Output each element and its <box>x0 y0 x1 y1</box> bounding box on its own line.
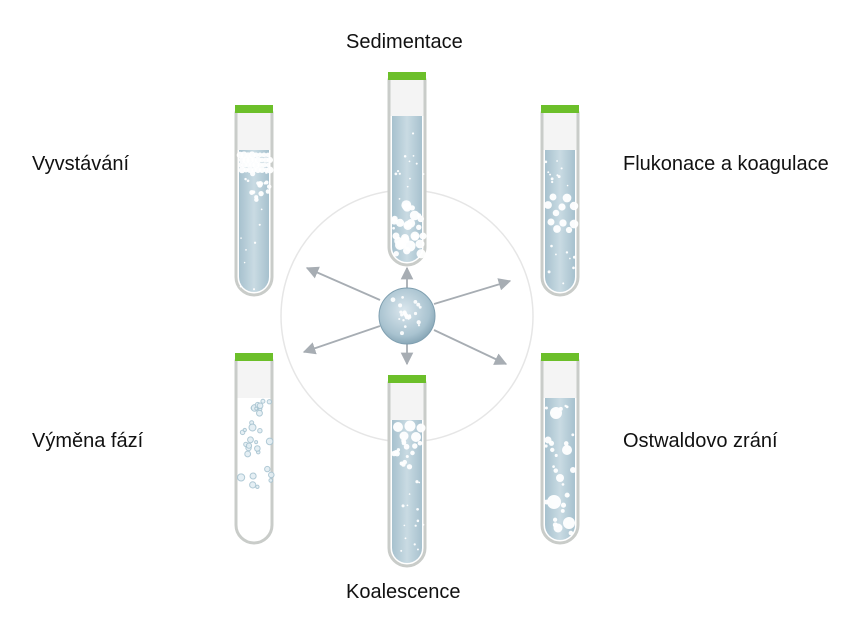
tube-neck <box>543 361 577 398</box>
tube-cap <box>541 353 579 361</box>
tube-koalescence <box>387 375 427 568</box>
tube-cap <box>541 105 579 113</box>
droplets <box>391 420 426 552</box>
tube-liquid <box>392 420 422 563</box>
label-koalescence: Koalescence <box>346 581 461 603</box>
droplets <box>543 404 576 536</box>
label-sedimentace: Sedimentace <box>346 31 463 53</box>
tube-flokulace <box>540 105 580 297</box>
tube-neck <box>237 361 271 398</box>
droplets <box>390 132 427 259</box>
droplets <box>544 160 579 285</box>
droplets <box>237 398 275 489</box>
label-flokulace: Flukonace a koagulace <box>623 153 829 175</box>
tube-vyvstavani <box>234 105 274 297</box>
label-ostwaldovo-zrani: Ostwaldovo zrání <box>623 430 778 452</box>
label-vyvstavani: Vyvstávání <box>32 153 130 175</box>
droplets <box>236 151 274 291</box>
tube-vymena <box>234 353 275 545</box>
arrow-vyvstavani <box>305 266 381 301</box>
tube-cap <box>388 72 426 80</box>
tube-ostwald <box>540 353 580 545</box>
central-emulsion-droplet <box>378 287 436 345</box>
tube-cap <box>235 105 273 113</box>
tube-cap <box>388 375 426 383</box>
tube-neck <box>390 383 424 420</box>
arrow-vymena <box>302 325 381 355</box>
label-vymena-fazi: Výměna fází <box>32 430 144 452</box>
arrows <box>302 266 512 366</box>
arrow-ostwald <box>433 329 508 365</box>
tube-neck <box>390 80 424 116</box>
tube-neck <box>543 113 577 150</box>
tube-neck <box>237 113 271 150</box>
tube-sedimentace <box>387 72 427 267</box>
arrow-flokulace <box>433 278 512 305</box>
tube-cap <box>235 353 273 361</box>
